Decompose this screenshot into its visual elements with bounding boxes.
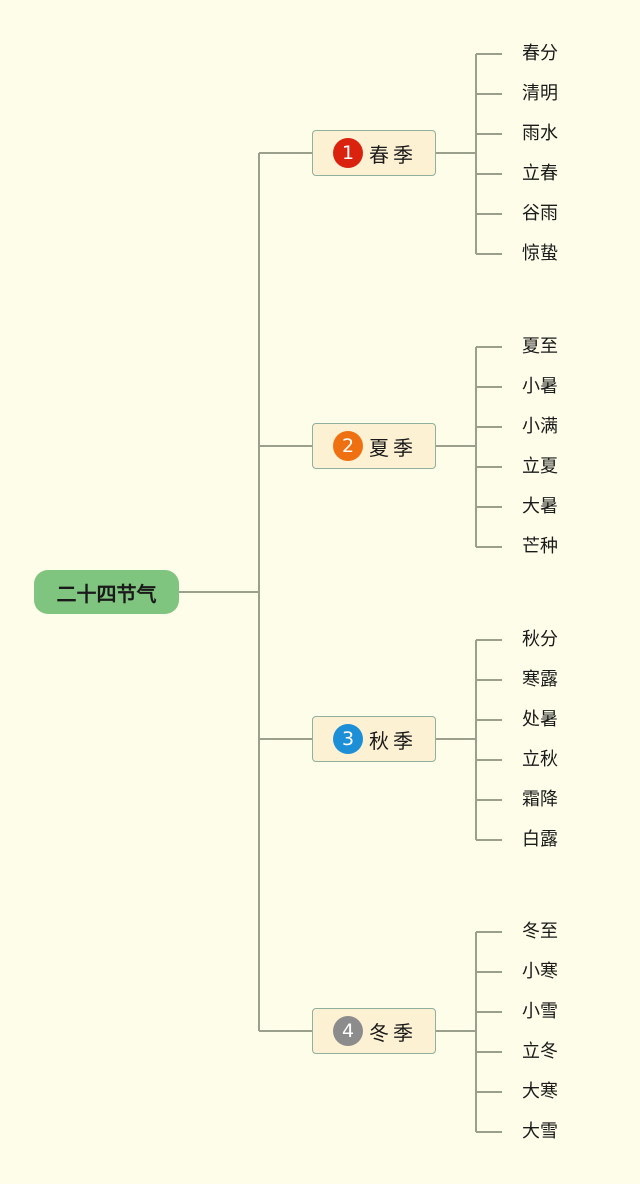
solar-term-node[interactable]: 芒种: [522, 536, 558, 557]
solar-term-node[interactable]: 大寒: [522, 1081, 558, 1102]
solar-term-node[interactable]: 立秋: [522, 749, 558, 770]
solar-term-node[interactable]: 霜降: [522, 789, 558, 810]
solar-term-node[interactable]: 小暑: [522, 376, 558, 397]
solar-term-node[interactable]: 谷雨: [522, 203, 558, 224]
solar-term-node[interactable]: 小满: [522, 416, 558, 437]
season-label: 冬季: [369, 1020, 417, 1045]
season-label: 春季: [369, 142, 417, 167]
solar-term-node[interactable]: 惊蛰: [522, 243, 558, 264]
season-label: 秋季: [369, 728, 417, 753]
solar-term-node[interactable]: 小雪: [522, 1001, 558, 1022]
season-label: 夏季: [369, 435, 417, 460]
solar-term-node[interactable]: 雨水: [522, 123, 558, 144]
solar-term-node[interactable]: 立春: [522, 163, 558, 184]
solar-term-node[interactable]: 白露: [522, 829, 558, 850]
solar-term-node[interactable]: 秋分: [522, 629, 558, 650]
solar-term-node[interactable]: 大暑: [522, 496, 558, 517]
root-node[interactable]: 二十四节气: [34, 570, 179, 614]
solar-term-node[interactable]: 立夏: [522, 456, 558, 477]
number-badge-icon: 4: [333, 1016, 363, 1046]
solar-term-node[interactable]: 大雪: [522, 1121, 558, 1142]
solar-term-node[interactable]: 冬至: [522, 921, 558, 942]
solar-term-node[interactable]: 立冬: [522, 1041, 558, 1062]
number-badge-icon: 2: [333, 431, 363, 461]
solar-term-node[interactable]: 处暑: [522, 709, 558, 730]
solar-term-node[interactable]: 清明: [522, 83, 558, 104]
solar-term-node[interactable]: 夏至: [522, 336, 558, 357]
solar-term-node[interactable]: 春分: [522, 43, 558, 64]
number-badge-icon: 3: [333, 724, 363, 754]
number-badge-icon: 1: [333, 138, 363, 168]
solar-term-node[interactable]: 小寒: [522, 961, 558, 982]
root-label: 二十四节气: [56, 581, 157, 606]
solar-term-node[interactable]: 寒露: [522, 669, 558, 690]
